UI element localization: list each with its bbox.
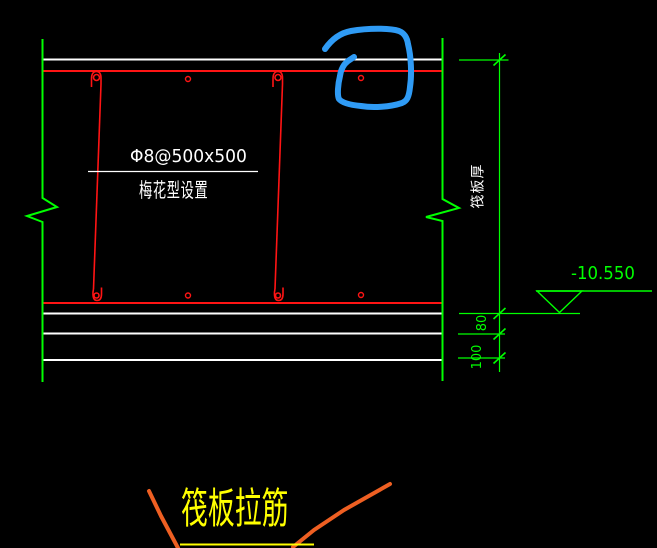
tie-bottom-hook	[273, 287, 284, 302]
dim-tick-icon	[492, 351, 507, 365]
tie-top-hook	[90, 70, 102, 87]
rebar-spec-label: Φ8@500x500	[130, 146, 247, 167]
bar-section-icon	[184, 75, 192, 83]
elevation-marker	[535, 290, 652, 314]
bar-section-icon	[92, 73, 101, 82]
tie-bar-left	[90, 70, 103, 302]
tie-shaft	[92, 83, 102, 290]
bar-section-icon	[184, 292, 192, 299]
bar-section-icon	[93, 292, 100, 299]
leader-right	[291, 482, 392, 548]
elevation-triangle-icon	[535, 290, 584, 314]
elevation-label: -10.550	[571, 263, 635, 284]
dim-tick-icon	[492, 53, 507, 67]
tie-bar-right	[272, 70, 284, 302]
tie-top-hook	[272, 70, 284, 87]
dim-label-80: 80	[474, 314, 490, 332]
dim-label-100: 100	[469, 344, 485, 370]
dim-tick-icon	[492, 327, 507, 341]
left-edge-break-line	[23, 39, 60, 382]
bar-section-icon	[274, 73, 282, 82]
dimension-chain	[458, 53, 580, 372]
rebar-pattern-label: 梅花型设置	[139, 178, 209, 202]
slab-thickness-label: 筏板厚	[470, 163, 487, 209]
bar-cross-sections	[184, 74, 365, 299]
callout-leader-lines	[147, 482, 392, 548]
bar-section-icon	[274, 292, 282, 299]
bar-section-icon	[357, 74, 365, 82]
markup-circle-annotation	[322, 25, 415, 110]
leader-left	[147, 489, 180, 548]
tie-shaft	[274, 83, 284, 290]
callout-label: 筏板拉筋	[181, 484, 289, 533]
dim-tick-icon	[492, 307, 507, 320]
tie-bottom-hook	[92, 287, 103, 302]
right-edge-break-line	[425, 38, 462, 381]
bar-section-icon	[357, 291, 365, 299]
concrete-cushion-band	[43, 335, 440, 360]
